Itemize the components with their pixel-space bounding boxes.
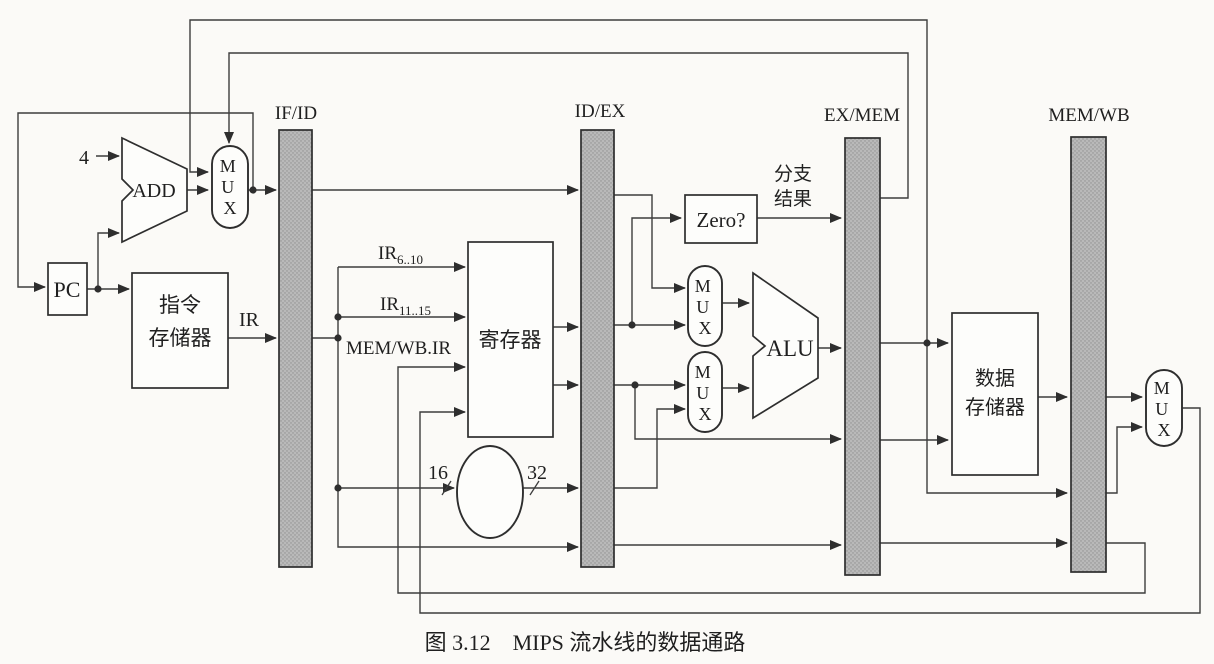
mux-shape (687, 265, 723, 347)
wire-immediate-to-alumux (614, 404, 686, 489)
idex-label: ID/EX (575, 101, 626, 122)
pipeline-register-memwb: MEM/WB (1048, 105, 1130, 573)
write-back-mux: M U X (1145, 369, 1183, 447)
memwb-label: MEM/WB (1048, 105, 1129, 126)
pipeline-register-exmem: EX/MEM (824, 105, 900, 576)
data-memory-label-line2: 存储器 (965, 396, 1025, 419)
junction-dot (631, 381, 639, 389)
width16-label: 16 (428, 462, 448, 484)
wire-alu-result-bypass-to-memwb (926, 343, 1068, 498)
wire-regA-to-zero-test (631, 213, 682, 325)
pipeline-register-ifid: IF/ID (275, 103, 317, 568)
data-memory: 数据 存储器 (951, 312, 1039, 476)
bus-width-tick (529, 480, 540, 496)
sign-extend-oval (456, 445, 524, 539)
next-pc-mux: M U X (211, 145, 249, 229)
instruction-memory-label-line2: 存储器 (149, 326, 212, 350)
wire-write-register-feedback (397, 362, 1146, 594)
exmem-bar (844, 137, 881, 576)
instruction-memory-label-line1: 指令 (159, 293, 201, 317)
wire-store-data-to-exmem (634, 385, 842, 444)
const4-label: 4 (79, 147, 89, 169)
junction-dot (628, 321, 636, 329)
idex-bar (580, 129, 615, 568)
ir11-15-label: IR11..15 (380, 294, 431, 318)
wire-branch-target-feedback (189, 19, 928, 343)
junction-dot (94, 285, 102, 293)
mux-label: M U X (220, 156, 241, 218)
memwb-bar (1070, 136, 1107, 573)
zero-test: Zero? (684, 194, 758, 244)
width32-label: 32 (527, 462, 547, 484)
pc-adder: ADD (121, 136, 188, 244)
junction-dots (94, 186, 931, 492)
junction-dot (923, 339, 931, 347)
wire-ir-trunk (337, 267, 579, 552)
mux-shape (1145, 369, 1183, 447)
branch-result-label-line1: 分支 (774, 163, 812, 185)
branch-result-label-line2: 结果 (774, 188, 812, 210)
register-file: 寄存器 (467, 241, 554, 438)
wire-newpc-loop-to-pc (17, 112, 254, 292)
instruction-memory-box (131, 272, 229, 389)
zero-test-label: Zero? (697, 208, 746, 232)
register-file-label: 寄存器 (479, 328, 542, 352)
junction-dot (334, 334, 342, 342)
signal-labels: 4 IR IR6..10 IR11..15 MEM/WB.IR 分支 结果 16… (79, 147, 812, 484)
wire-npc-to-alumux-top (614, 194, 686, 293)
mux-shape (211, 145, 249, 229)
pipeline-register-idex: ID/EX (575, 101, 626, 568)
wire-write-data-feedback (419, 407, 1201, 614)
mux-shape (687, 351, 723, 433)
register-file-box (467, 241, 554, 438)
ifid-bar (278, 129, 313, 568)
alu: ALU (752, 271, 819, 420)
mux-label: M U X (695, 362, 716, 424)
instruction-memory: 指令 存储器 (131, 272, 229, 389)
ir-label: IR (239, 309, 260, 331)
wire-pc-to-adder (97, 228, 120, 289)
junction-dot (334, 313, 342, 321)
alu-shape (752, 271, 819, 420)
adder-label: ADD (132, 180, 175, 202)
alu-input-mux-top: M U X (687, 265, 723, 347)
mux-label: M U X (695, 276, 716, 338)
figure-caption: 图 3.12 MIPS 流水线的数据通路 (425, 630, 746, 655)
ir6-10-label: IR6..10 (378, 243, 423, 267)
wire-alu-result-to-wbmux (1106, 422, 1143, 494)
adder-shape (121, 136, 188, 244)
data-memory-label-line1: 数据 (975, 367, 1015, 390)
pc-box (47, 262, 88, 316)
wires (17, 19, 1201, 614)
alu-input-mux-bottom: M U X (687, 351, 723, 433)
bus-width-tick (441, 480, 452, 496)
junction-dot (249, 186, 257, 194)
mux-label: M U X (1154, 378, 1175, 440)
pc-register: PC (47, 262, 88, 316)
junction-dot (334, 484, 342, 492)
wire-branch-result-feedback (224, 52, 909, 199)
alu-label: ALU (766, 336, 814, 361)
exmem-label: EX/MEM (824, 105, 900, 126)
data-memory-box (951, 312, 1039, 476)
ifid-label: IF/ID (275, 103, 317, 124)
pc-label: PC (54, 277, 81, 302)
memwb-ir-label: MEM/WB.IR (346, 338, 451, 359)
zero-test-box (684, 194, 758, 244)
